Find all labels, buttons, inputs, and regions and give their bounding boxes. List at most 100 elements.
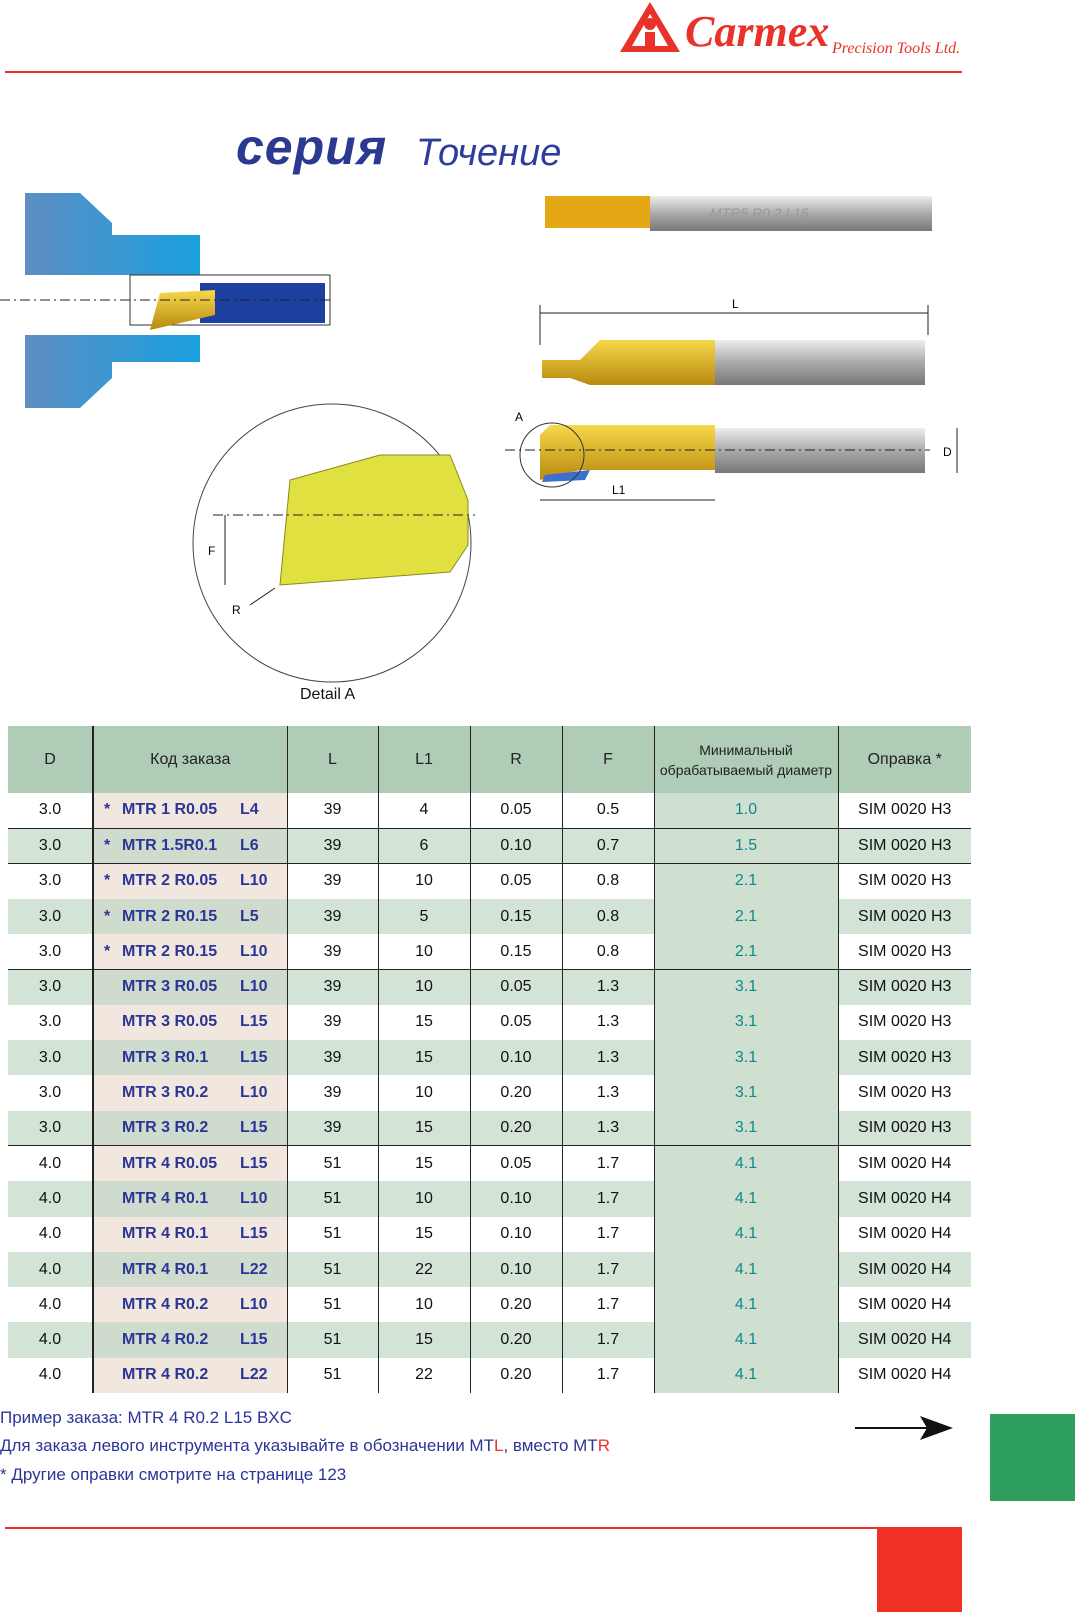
cell-min-diameter: 3.1: [653, 1040, 838, 1076]
order-code: MTR 1.5R0.1: [122, 836, 218, 854]
cell-l: 51: [286, 1287, 378, 1323]
cell-l: 39: [286, 898, 378, 935]
cell-l: 51: [286, 1216, 378, 1252]
cell-holder: SIM 0020 H3: [837, 1110, 971, 1147]
cell-holder: SIM 0020 H3: [837, 828, 971, 865]
cell-holder: SIM 0020 H3: [837, 793, 971, 829]
cell-holder: SIM 0020 H3: [837, 898, 971, 935]
cell-d: 4.0: [38, 1366, 62, 1384]
order-code: MTR 4 R0.05: [122, 1154, 218, 1172]
order-length: L15: [240, 1119, 268, 1137]
tool-photo: MTR5 R0.2 L15: [545, 196, 932, 231]
cell-d: 3.0: [8, 793, 93, 829]
order-code: MTR 1 R0.05: [122, 801, 218, 819]
order-length: L6: [240, 836, 259, 854]
cell-l: 39: [286, 934, 378, 970]
cell-code: * MTR 1.5R0.1 L6: [92, 828, 288, 865]
cell-l1: 15: [377, 1216, 470, 1252]
cell-min-diameter: 4.1: [653, 1287, 838, 1323]
stock-star: *: [104, 836, 111, 854]
cell-f: 1.7: [561, 1181, 654, 1217]
brand-name: Carmex: [685, 7, 829, 56]
cell-l1: 10: [377, 969, 470, 1005]
col-r: R: [469, 726, 562, 793]
cell-r: 0.10: [469, 1040, 562, 1076]
cell-r: 0.10: [469, 1251, 562, 1288]
cell-f: 1.7: [561, 1251, 654, 1288]
cell-f: 0.8: [561, 898, 654, 935]
cell-holder: SIM 0020 H4: [837, 1357, 971, 1394]
cell-d: 3.0: [38, 872, 62, 890]
cell-f: 1.3: [561, 1040, 654, 1076]
detail-marker-A: A: [515, 410, 523, 424]
section-tab: [990, 1414, 1075, 1501]
cell-code: MTR 4 R0.2 L15: [92, 1322, 288, 1358]
order-code: MTR 4 R0.2: [122, 1331, 209, 1349]
cell-min-diameter: 1.5: [653, 828, 838, 865]
cell-r: 0.20: [469, 1110, 562, 1147]
cell-min-diameter: 4.1: [653, 1251, 838, 1288]
cell-holder: SIM 0020 H4: [837, 1216, 971, 1252]
detail-a-label: Detail A: [300, 686, 356, 703]
left-hand-note: Для заказа левого инструмента указывайте…: [0, 1436, 610, 1456]
cell-d: 4.0: [8, 1181, 93, 1217]
order-code: MTR 4 R0.1: [122, 1260, 209, 1278]
footer-divider: [5, 1527, 962, 1529]
cell-l1: 22: [377, 1251, 470, 1288]
cell-f: 1.3: [561, 969, 654, 1005]
order-length: L15: [240, 1225, 268, 1243]
order-length: L10: [240, 1084, 268, 1102]
cell-l: 39: [286, 793, 378, 829]
order-length: L22: [240, 1260, 268, 1278]
col-d: D: [8, 726, 93, 793]
order-length: L15: [240, 1331, 268, 1349]
cell-min-diameter: 4.1: [653, 1357, 838, 1394]
cell-d: 3.0: [38, 1084, 62, 1102]
cell-d: 4.0: [38, 1225, 62, 1243]
order-code: MTR 3 R0.2: [122, 1084, 209, 1102]
tool-top-view: L1 D A: [505, 410, 958, 501]
cell-min-diameter: 3.1: [653, 1075, 838, 1111]
left-note-text2: , вместо MT: [503, 1436, 598, 1455]
cell-d: 3.0: [8, 828, 93, 865]
cell-l: 39: [286, 1040, 378, 1076]
cell-holder: SIM 0020 H3: [837, 1040, 971, 1076]
order-code: MTR 4 R0.2: [122, 1366, 209, 1384]
order-code: MTR 4 R0.1: [122, 1189, 209, 1207]
cell-l: 51: [286, 1145, 378, 1182]
cell-holder: SIM 0020 H3: [837, 934, 971, 970]
dim-R: R: [232, 603, 241, 617]
next-page-arrow-icon: [855, 1416, 953, 1440]
cell-l1: 4: [377, 793, 470, 829]
series-subject: Точение: [416, 132, 562, 174]
table-header: D Код заказа L L1 R F Минимальный обраба…: [8, 726, 971, 793]
cell-r: 0.20: [469, 1287, 562, 1323]
left-note-L: L: [493, 1436, 504, 1455]
order-length: L10: [240, 978, 268, 996]
cell-l1: 15: [377, 1110, 470, 1147]
detail-a-view: F R: [192, 403, 475, 683]
tool-side-view: L: [539, 297, 929, 385]
cell-r: 0.10: [469, 1181, 562, 1217]
cell-l1: 15: [377, 1145, 470, 1182]
footer-red-block: [877, 1528, 962, 1612]
cell-l1: 10: [377, 1075, 470, 1111]
order-code: MTR 4 R0.2: [122, 1295, 209, 1313]
cell-d: 4.0: [8, 1251, 93, 1288]
dim-L: L: [732, 297, 739, 311]
cell-f: 1.3: [561, 1004, 654, 1041]
cell-l1: 10: [377, 863, 470, 899]
cell-holder: SIM 0020 H4: [837, 1145, 971, 1182]
order-code: MTR 3 R0.1: [122, 1048, 209, 1066]
